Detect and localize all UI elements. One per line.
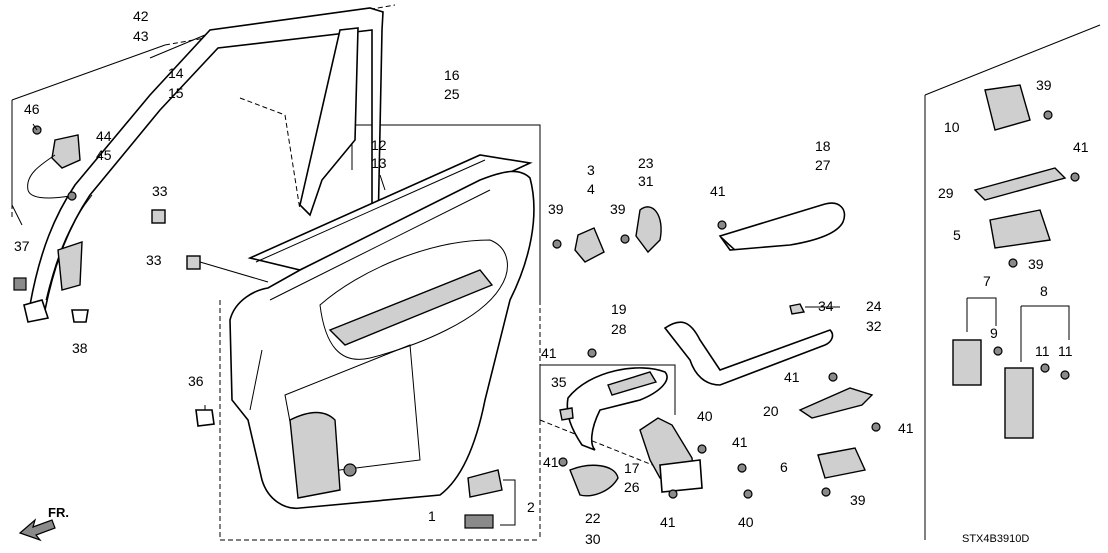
callout-3: 3 (587, 162, 595, 178)
callout-41-c: 41 (784, 369, 800, 385)
callout-29: 29 (938, 185, 954, 201)
callout-20: 20 (763, 403, 779, 419)
switch-cluster (952, 84, 1080, 439)
callout-25: 25 (444, 86, 460, 102)
callout-42: 42 (133, 8, 149, 24)
diagram-code: STX4B3910D (962, 533, 1029, 545)
callout-37: 37 (14, 238, 30, 254)
callout-41-f: 41 (543, 454, 559, 470)
callout-36: 36 (188, 373, 204, 389)
callout-2: 2 (527, 499, 535, 515)
switch-trim-20 (798, 372, 881, 432)
door-pocket (559, 348, 668, 451)
inner-handle-parts (552, 206, 662, 263)
callout-6: 6 (780, 459, 788, 475)
callout-5: 5 (953, 227, 961, 243)
callout-24: 24 (866, 298, 882, 314)
callout-19: 19 (611, 301, 627, 317)
callout-16: 16 (444, 67, 460, 83)
belt-molding (247, 154, 533, 271)
callout-43: 43 (133, 28, 149, 44)
front-direction-arrow: FR. (18, 505, 69, 542)
callout-32: 32 (866, 318, 882, 334)
callout-41-a: 41 (710, 183, 726, 199)
callout-27: 27 (815, 157, 831, 173)
callout-40-b: 40 (738, 514, 754, 530)
callout-41-b: 41 (541, 345, 557, 361)
callout-7: 7 (983, 273, 991, 289)
callout-39-b: 39 (610, 201, 626, 217)
callout-13: 13 (371, 155, 387, 171)
callout-41-d: 41 (898, 420, 914, 436)
inner-handle (639, 417, 753, 499)
callout-labels: 42 43 14 15 46 44 45 37 38 33 33 12 13 1… (14, 8, 1089, 547)
callout-40-a: 40 (697, 408, 713, 424)
callout-12: 12 (371, 137, 387, 153)
armrest-cover (717, 202, 846, 251)
callout-39-e: 39 (1028, 256, 1044, 272)
callout-11-a: 11 (1035, 343, 1050, 359)
callout-17: 17 (624, 460, 640, 476)
callout-23: 23 (638, 155, 654, 171)
callout-11-b: 11 (1058, 343, 1073, 359)
direction-label: FR. (48, 505, 69, 520)
clips (13, 209, 269, 427)
callout-8: 8 (1040, 283, 1048, 299)
callout-28: 28 (611, 321, 627, 337)
armrest-strip (663, 303, 840, 386)
door-weatherstrip (23, 7, 384, 323)
callout-39-a: 39 (548, 201, 564, 217)
callout-30: 30 (585, 531, 601, 547)
callout-34: 34 (818, 298, 834, 314)
callout-38: 38 (72, 340, 88, 356)
callout-14: 14 (168, 65, 184, 81)
courtesy-light (464, 469, 516, 529)
callout-18: 18 (815, 138, 831, 154)
callout-31: 31 (638, 173, 654, 189)
callout-10: 10 (944, 119, 960, 135)
callout-15: 15 (168, 85, 184, 101)
mirror-harness (27, 123, 81, 201)
callout-35: 35 (551, 374, 567, 390)
callout-41-g: 41 (660, 514, 676, 530)
callout-9: 9 (990, 325, 998, 341)
callout-33-lower: 33 (146, 252, 162, 268)
callout-1: 1 (428, 508, 436, 524)
callout-4: 4 (587, 181, 595, 197)
callout-22: 22 (585, 510, 601, 526)
callout-44: 44 (96, 128, 112, 144)
lower-trim (558, 457, 619, 497)
callout-41-h: 41 (1073, 139, 1089, 155)
switch-6 (817, 447, 867, 497)
door-lining (229, 170, 535, 509)
callout-39-d: 39 (1036, 77, 1052, 93)
callout-41-e: 41 (732, 434, 748, 450)
callout-26: 26 (624, 479, 640, 495)
callout-45: 45 (96, 147, 112, 163)
callout-46: 46 (24, 101, 40, 117)
callout-39-c: 39 (850, 492, 866, 508)
callout-33-upper: 33 (152, 183, 168, 199)
